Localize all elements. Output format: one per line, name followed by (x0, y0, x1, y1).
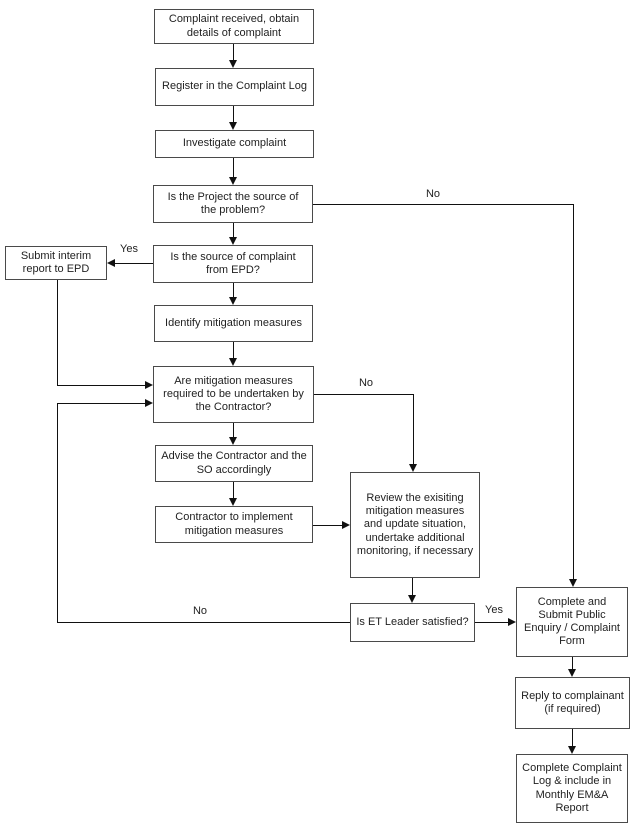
arrowhead-down-icon (229, 358, 237, 366)
connector-reply-to-log-line (572, 729, 573, 746)
branch-etleader-no-hline-bottom (57, 622, 350, 623)
arrowhead-left-icon (107, 259, 115, 267)
arrowhead-right-icon (145, 381, 153, 389)
branch-required-no-hline (314, 394, 414, 395)
edge-label-et-leader-yes: Yes (483, 604, 505, 616)
arrowhead-down-icon (229, 177, 237, 185)
connector-investigate-to-projectsource-line (233, 158, 234, 177)
connector-projectsource-to-sourceepd-line (233, 223, 234, 237)
node-complaint-received: Complaint received, obtain details of co… (154, 9, 314, 44)
connector-interim-to-required-hline (57, 385, 145, 386)
arrowhead-down-icon (408, 595, 416, 603)
branch-sourceepd-yes-hline (115, 263, 153, 264)
connector-required-to-advise-line (233, 423, 234, 437)
arrowhead-down-icon (568, 746, 576, 754)
connector-identify-to-required-line (233, 342, 234, 358)
node-complete-form: Complete and Submit Public Enquiry / Com… (516, 587, 628, 657)
node-et-leader-satisfied: Is ET Leader satisfied? (350, 603, 475, 642)
connector-received-to-register-line (233, 44, 234, 60)
edge-label-project-source-no: No (423, 188, 443, 200)
edge-label-source-epd-yes: Yes (118, 243, 140, 255)
edge-label-et-leader-no: No (190, 605, 210, 617)
arrowhead-right-icon (508, 618, 516, 626)
connector-review-to-etleader-line (412, 578, 413, 595)
branch-projectsource-no-vline (573, 204, 574, 579)
arrowhead-down-icon (229, 60, 237, 68)
edge-label-measures-required-no: No (356, 377, 376, 389)
connector-sourceepd-to-identify-line (233, 283, 234, 297)
branch-projectsource-no-hline (313, 204, 574, 205)
arrowhead-right-icon (342, 521, 350, 529)
branch-required-no-vline (413, 394, 414, 464)
arrowhead-down-icon (229, 237, 237, 245)
arrowhead-down-icon (229, 297, 237, 305)
arrowhead-right-icon (145, 399, 153, 407)
node-identify-measures: Identify mitigation measures (154, 305, 313, 342)
arrowhead-down-icon (229, 498, 237, 506)
node-review-existing: Review the exisiting mitigation measures… (350, 472, 480, 578)
node-investigate: Investigate complaint (155, 130, 314, 158)
branch-etleader-no-hline-top (57, 403, 145, 404)
node-complete-log: Complete Complaint Log & include in Mont… (516, 754, 628, 823)
connector-advise-to-implement-line (233, 482, 234, 498)
node-source-epd: Is the source of complaint from EPD? (153, 245, 313, 283)
connector-interim-to-required-vline (57, 280, 58, 385)
node-contractor-implement: Contractor to implement mitigation measu… (155, 506, 313, 543)
connector-implement-to-review-line (313, 525, 342, 526)
node-project-source: Is the Project the source of the problem… (153, 185, 313, 223)
node-submit-interim: Submit interim report to EPD (5, 246, 107, 280)
arrowhead-down-icon (409, 464, 417, 472)
node-measures-required: Are mitigation measures required to be u… (153, 366, 314, 423)
arrowhead-down-icon (229, 437, 237, 445)
branch-etleader-no-vline (57, 403, 58, 622)
connector-form-to-reply-line (572, 657, 573, 669)
node-advise-contractor: Advise the Contractor and the SO accordi… (155, 445, 313, 482)
branch-etleader-yes-hline (475, 622, 508, 623)
node-register-log: Register in the Complaint Log (155, 68, 314, 106)
arrowhead-down-icon (568, 669, 576, 677)
arrowhead-down-icon (229, 122, 237, 130)
connector-register-to-investigate-line (233, 106, 234, 122)
arrowhead-down-icon (569, 579, 577, 587)
node-reply-complainant: Reply to complainant (if required) (515, 677, 630, 729)
